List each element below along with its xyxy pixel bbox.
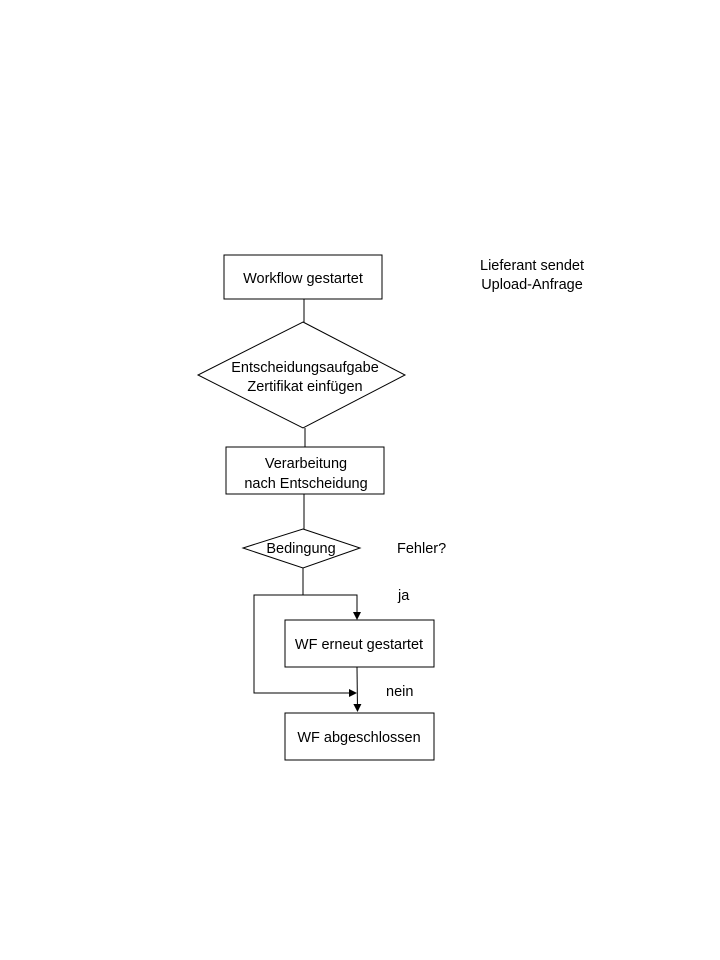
decision-task-label-line2: Zertifikat einfügen	[247, 379, 362, 395]
connector-restart-to-end	[353, 666, 362, 712]
trigger-note-line2: Upload-Anfrage	[481, 277, 583, 293]
start-label: Workflow gestartet	[243, 271, 363, 287]
decision-task-diamond	[196, 321, 407, 429]
decision-task-label-line1: Entscheidungsaufgabe	[231, 360, 379, 376]
start-box	[223, 254, 383, 300]
trigger-note-line1: Lieferant sendet	[480, 258, 584, 274]
condition-question-label: Fehler?	[397, 541, 446, 557]
restart-label: WF erneut gestartet	[295, 637, 423, 653]
connector-loop-back	[253, 594, 357, 697]
end-box	[284, 712, 435, 761]
condition-diamond	[241, 528, 362, 569]
restart-box	[284, 619, 435, 668]
yes-branch-label: ja	[397, 588, 410, 604]
connectors	[253, 299, 362, 712]
connector-condition-yes-branch	[302, 568, 361, 620]
processing-label-line2: nach Entscheidung	[244, 476, 367, 492]
processing-box	[225, 446, 385, 495]
no-branch-label: nein	[386, 684, 413, 700]
end-label: WF abgeschlossen	[297, 730, 420, 746]
annotations: Lieferant sendet Upload-Anfrage Fehler? …	[386, 258, 584, 700]
node-condition: Bedingung	[241, 528, 362, 569]
node-workflow-started: Workflow gestartet	[223, 254, 383, 300]
node-wf-restarted: WF erneut gestartet	[284, 619, 435, 668]
condition-label: Bedingung	[266, 541, 335, 557]
node-wf-completed: WF abgeschlossen	[284, 712, 435, 761]
node-decision-task: Entscheidungsaufgabe Zertifikat einfügen	[196, 321, 407, 429]
node-processing: Verarbeitung nach Entscheidung	[225, 446, 385, 495]
processing-label-line1: Verarbeitung	[265, 456, 347, 472]
